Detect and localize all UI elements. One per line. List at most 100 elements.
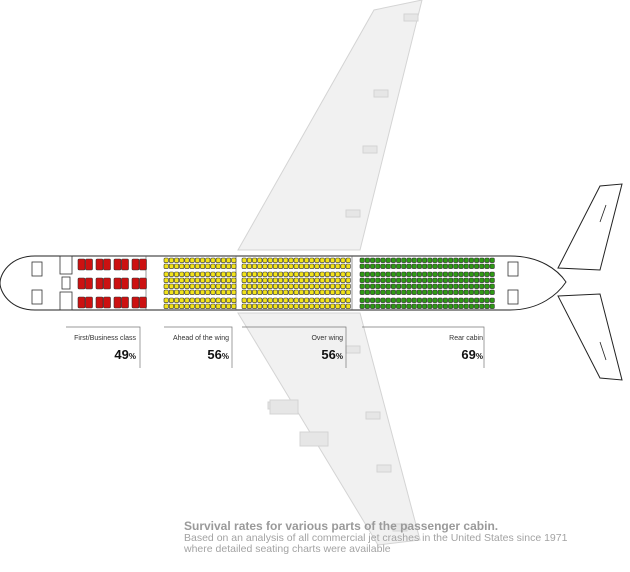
seat	[226, 303, 232, 309]
seat	[396, 257, 402, 263]
seat	[416, 283, 422, 289]
seat	[453, 277, 459, 283]
seat	[390, 277, 396, 283]
upper-tail-fin	[557, 183, 623, 271]
seat	[194, 271, 200, 277]
seat	[314, 263, 320, 269]
seat	[463, 277, 469, 283]
seat	[226, 257, 232, 263]
seat	[210, 277, 216, 283]
seat	[442, 289, 448, 295]
seat	[304, 277, 310, 283]
seat	[309, 283, 315, 289]
seat	[121, 277, 129, 290]
seat	[272, 289, 278, 295]
seat	[390, 271, 396, 277]
seat	[432, 271, 438, 277]
seat	[262, 277, 268, 283]
seat	[437, 283, 443, 289]
seat	[448, 297, 454, 303]
seat	[226, 263, 232, 269]
seat	[458, 271, 464, 277]
seat	[179, 289, 185, 295]
seat	[241, 277, 247, 283]
seat	[474, 289, 480, 295]
seat	[262, 271, 268, 277]
seat	[309, 271, 315, 277]
seat	[220, 263, 226, 269]
seat	[364, 289, 370, 295]
seat	[85, 258, 93, 271]
seat	[184, 257, 190, 263]
seat	[484, 303, 490, 309]
seat	[484, 263, 490, 269]
seat	[252, 297, 258, 303]
seat	[267, 263, 273, 269]
seat	[448, 283, 454, 289]
seat	[359, 277, 365, 283]
seat	[298, 271, 304, 277]
seat	[205, 257, 211, 263]
seat	[479, 271, 485, 277]
seat	[252, 271, 258, 277]
seat	[427, 277, 433, 283]
seat	[468, 271, 474, 277]
seat	[370, 263, 376, 269]
seat	[257, 263, 263, 269]
seat	[335, 297, 341, 303]
seat	[179, 277, 185, 283]
seat	[437, 303, 443, 309]
seat	[437, 289, 443, 295]
seat	[267, 297, 273, 303]
seat	[103, 296, 111, 309]
seat	[210, 303, 216, 309]
seat	[370, 289, 376, 295]
seat	[293, 289, 299, 295]
seat	[267, 283, 273, 289]
seat	[364, 277, 370, 283]
seat	[257, 257, 263, 263]
seat	[278, 277, 284, 283]
seat	[432, 283, 438, 289]
wing-flap	[365, 411, 381, 420]
seat	[179, 297, 185, 303]
seat	[210, 271, 216, 277]
lower-wing	[237, 312, 421, 546]
seat	[288, 263, 294, 269]
section-value-number: 56	[321, 347, 336, 362]
seat	[427, 271, 433, 277]
seat	[241, 283, 247, 289]
seat	[442, 297, 448, 303]
seat	[194, 283, 200, 289]
seat	[474, 283, 480, 289]
seat	[484, 297, 490, 303]
seat	[226, 289, 232, 295]
caption: Survival rates for various parts of the …	[184, 520, 624, 555]
seat	[241, 303, 247, 309]
seat	[220, 257, 226, 263]
seat	[168, 283, 174, 289]
seat	[220, 303, 226, 309]
seat	[453, 289, 459, 295]
seat	[210, 257, 216, 263]
seat	[437, 297, 443, 303]
seat	[375, 257, 381, 263]
seat	[442, 283, 448, 289]
airplane-outline	[0, 0, 623, 546]
seat	[479, 263, 485, 269]
seat	[246, 283, 252, 289]
seat	[205, 297, 211, 303]
caption-line-2: where detailed seating charts were avail…	[184, 543, 391, 555]
seat	[330, 283, 336, 289]
seat	[359, 297, 365, 303]
galley	[61, 276, 71, 290]
seat	[463, 263, 469, 269]
seat	[442, 263, 448, 269]
section-value-number: 69	[461, 347, 476, 362]
seat	[85, 277, 93, 290]
seat	[330, 297, 336, 303]
seat	[77, 258, 86, 271]
seat	[293, 277, 299, 283]
seat	[380, 271, 386, 277]
